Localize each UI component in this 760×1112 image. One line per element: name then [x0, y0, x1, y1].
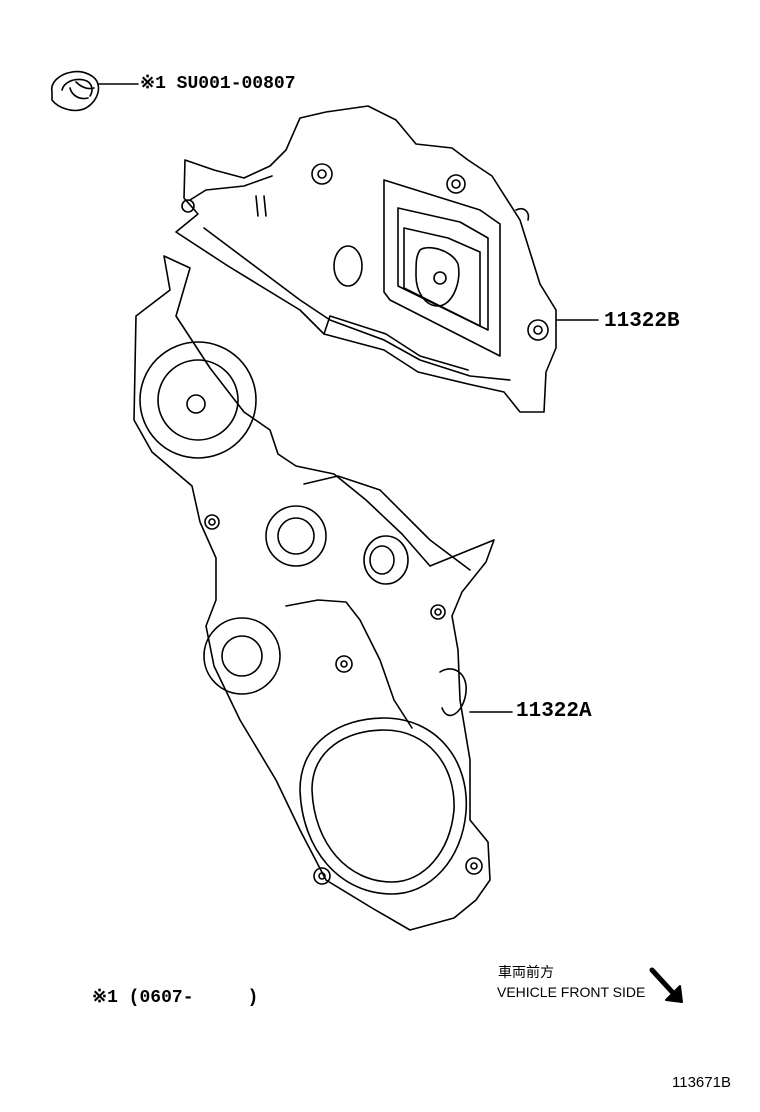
clip-part-note: ※1 SU001-00807 [140, 74, 296, 94]
vehicle-front-label-en: VEHICLE FRONT SIDE [497, 984, 646, 1000]
upper-timing-cover [175, 105, 599, 413]
arrow-down-right-icon [649, 967, 683, 1003]
vehicle-front-label-jp: 車両前方 [498, 965, 554, 981]
diagram-id: 113671B [672, 1074, 731, 1091]
part-number-11322a: 11322A [516, 700, 592, 723]
clip-part [50, 70, 139, 112]
applicability-footnote: ※1 (0607- ) [92, 988, 259, 1008]
lower-timing-cover [133, 255, 513, 931]
part-number-11322b: 11322B [604, 310, 680, 333]
